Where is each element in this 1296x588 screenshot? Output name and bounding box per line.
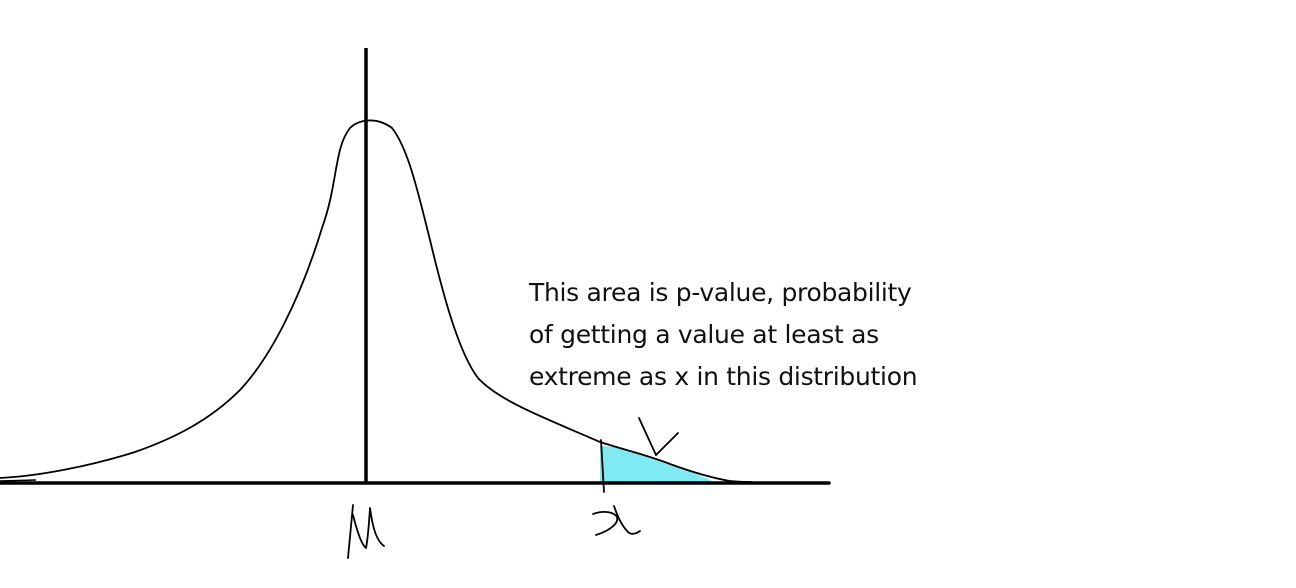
p-value-annotation: This area is p-value, probability of get… (529, 272, 969, 398)
x-marker-tick (600, 439, 605, 493)
x-label: x (592, 505, 641, 536)
arrow-icon (638, 417, 679, 456)
annotation-line-3: extreme as x in this distribution (529, 362, 918, 391)
mean-label: μ (347, 504, 385, 559)
left-tail-stroke (0, 479, 37, 482)
annotation-line-1: This area is p-value, probability (529, 278, 912, 307)
distribution-curve (0, 119, 753, 483)
annotation-line-2: of getting a value at least as (529, 320, 879, 349)
p-value-shaded-area (600, 446, 716, 483)
